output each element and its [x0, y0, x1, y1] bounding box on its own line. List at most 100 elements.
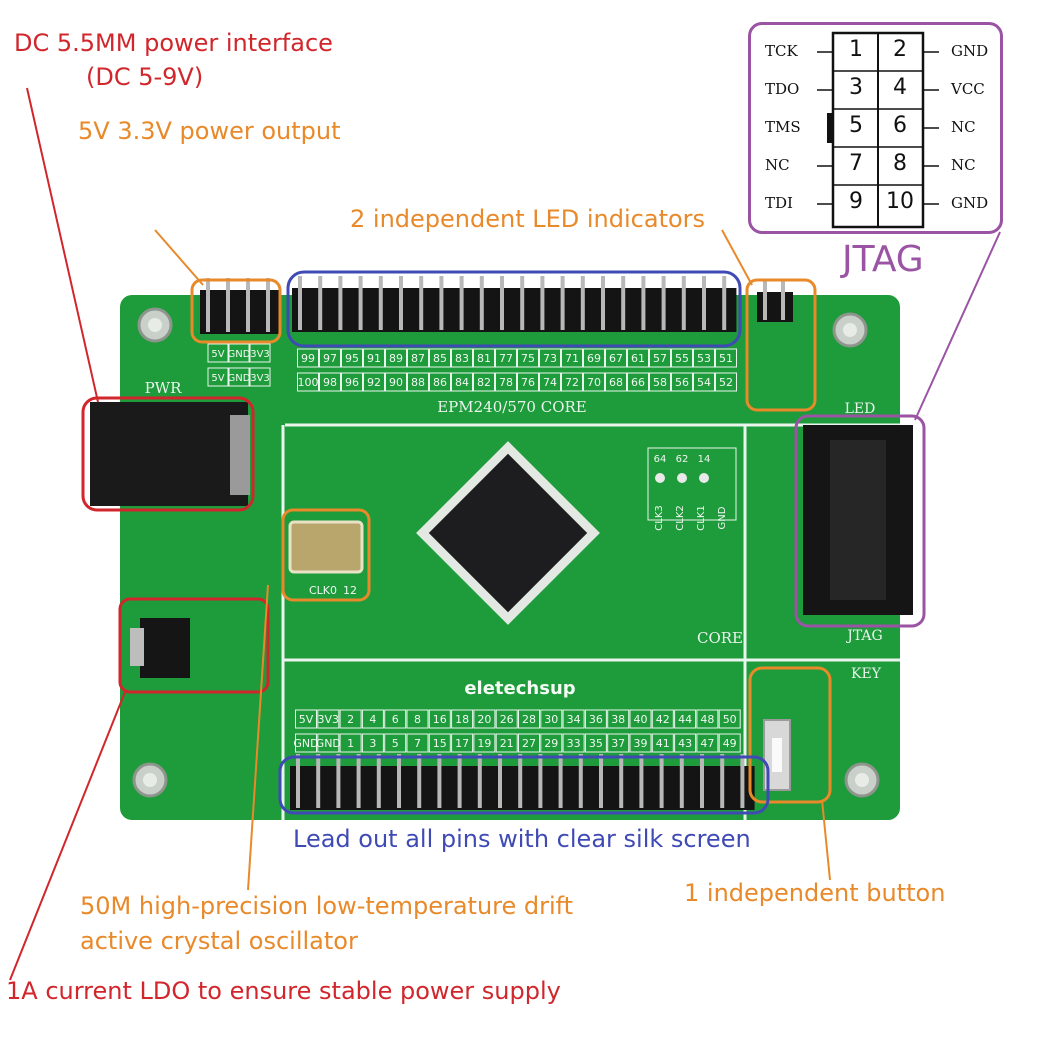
pin-number: 100 [298, 376, 319, 389]
pin-number: 54 [697, 376, 711, 389]
bottom-header-highlight [278, 755, 770, 815]
bottom-pin-header [290, 754, 755, 810]
pin-number: 5V [299, 713, 314, 726]
pin-number: GND [228, 349, 251, 360]
pin-number: 40 [634, 713, 648, 726]
pin-number: 50 [723, 713, 737, 726]
lead-out-label: Lead out all pins with clear silk screen [293, 825, 751, 853]
jtag-left-signal: TDO [765, 80, 800, 98]
pin-number: 4 [369, 713, 376, 726]
ldo-regulator [140, 618, 190, 678]
clk-name: CLK2 [675, 505, 686, 530]
crystal-label-line1: 50M high-precision low-temperature drift [80, 892, 574, 920]
pin-number: 8 [414, 713, 421, 726]
pin-number: 44 [678, 713, 692, 726]
dc-jack [90, 402, 248, 506]
pin-number: 87 [411, 352, 425, 365]
pin-number: 81 [477, 352, 491, 365]
pin-number: 77 [499, 352, 513, 365]
pin-number: 5 [392, 737, 399, 750]
core-label: EPM240/570 CORE [437, 398, 587, 416]
pin-number: 16 [433, 713, 447, 726]
clk-pin-number: 14 [698, 454, 711, 465]
clk-name: CLK3 [654, 505, 665, 530]
ldo-leader [9, 691, 126, 981]
crystal-oscillator [288, 520, 364, 574]
jtag-right-signal: GND [951, 42, 989, 60]
pin-number: 20 [477, 713, 491, 726]
power-pin-header [200, 278, 280, 334]
jtag-left-signal: TCK [765, 42, 798, 60]
pin-number: 34 [567, 713, 581, 726]
jtag-key-notch [827, 113, 833, 143]
pin-number: 68 [609, 376, 623, 389]
ldo-label: 1A current LDO to ensure stable power su… [6, 977, 561, 1005]
jtag-left-signal: TMS [765, 118, 801, 136]
power-output-label: 5V 3.3V power output [78, 117, 341, 145]
pin-number: 55 [675, 352, 689, 365]
dc-range-label: (DC 5-9V) [86, 63, 204, 91]
pin-number: GND [228, 373, 251, 384]
jtag-left-pin: 1 [849, 37, 863, 62]
clk-label: CLK0 [309, 584, 337, 597]
jtag-left-pin: 9 [849, 189, 863, 214]
pin-number: 70 [587, 376, 601, 389]
jtag-right-pin: 10 [886, 189, 914, 214]
pin-number: 17 [455, 737, 469, 750]
dc-leader [26, 87, 99, 403]
pin-number: 98 [323, 376, 337, 389]
mounting-holes [132, 307, 880, 798]
pin-number: 83 [455, 352, 469, 365]
pin-number: 96 [345, 376, 359, 389]
pin-number: 3V3 [250, 373, 270, 384]
brand-label: eletechsup [464, 678, 575, 699]
jtag-right-signal: VCC [951, 80, 985, 98]
pin-number: 66 [631, 376, 645, 389]
top-pin-header [292, 276, 737, 332]
pin-number: 18 [455, 713, 469, 726]
pin-number: 26 [500, 713, 514, 726]
pin-number: 21 [500, 737, 514, 750]
led-indicators-label: 2 independent LED indicators [350, 205, 706, 233]
pwr-label: PWR [145, 379, 183, 397]
pin-number: 3V3 [318, 713, 340, 726]
jtag-left-pin: 3 [849, 75, 863, 100]
pin-number: 61 [631, 352, 645, 365]
jtag-header-highlight [794, 414, 926, 628]
jtag-right-pin: 8 [893, 151, 907, 176]
pin-number: 2 [347, 713, 354, 726]
pin-number: 89 [389, 352, 403, 365]
jtag-left-signal: NC [765, 156, 790, 174]
led-highlight [745, 278, 817, 412]
pin-number: 75 [521, 352, 535, 365]
pin-number: 52 [719, 376, 733, 389]
pin-number: 84 [455, 376, 469, 389]
fpga-chip [416, 441, 600, 625]
pin-number: 1 [347, 737, 354, 750]
pin-number: 58 [653, 376, 667, 389]
pin-number: 39 [634, 737, 648, 750]
jtag-right-pin: 6 [893, 113, 907, 138]
core-text: CORE [697, 629, 743, 647]
pin-number: 99 [301, 352, 315, 365]
pin-number: 86 [433, 376, 447, 389]
jtag-right-pin: 4 [893, 75, 907, 100]
power-output-highlight [190, 278, 282, 344]
key-label: KEY [851, 666, 882, 682]
clk-pin-number: 64 [654, 454, 667, 465]
pin-number: 29 [544, 737, 558, 750]
pin-number: 56 [675, 376, 689, 389]
pin-number: 95 [345, 352, 359, 365]
pin-number: 90 [389, 376, 403, 389]
pin-number: 5V [211, 373, 224, 384]
jtag-right-signal: NC [951, 156, 976, 174]
pin-number: 37 [611, 737, 625, 750]
pin-number: 73 [543, 352, 557, 365]
led-leader [721, 229, 753, 286]
ldo-highlight [118, 597, 270, 694]
pin-number: 91 [367, 352, 381, 365]
pin-number: 15 [433, 737, 447, 750]
top-header-highlight [286, 270, 742, 348]
